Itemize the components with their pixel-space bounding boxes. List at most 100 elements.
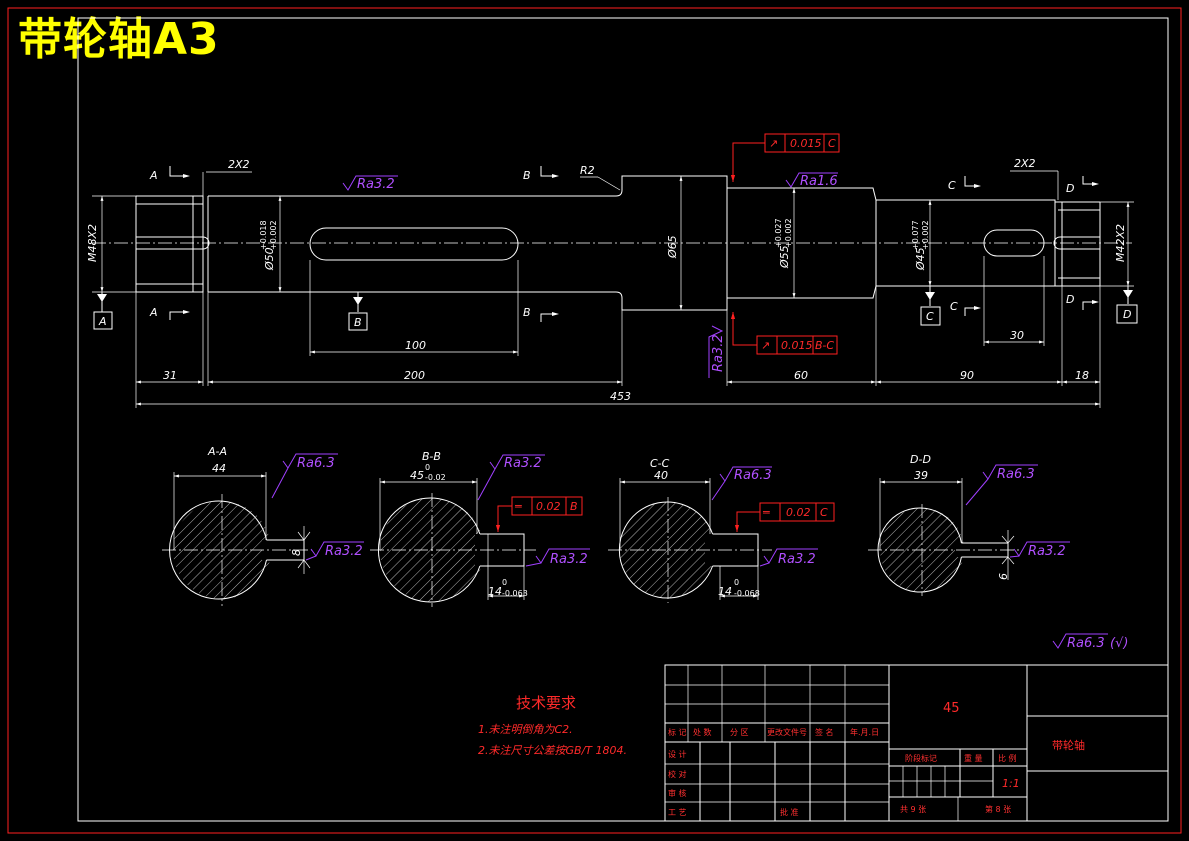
datum-b: B — [354, 316, 362, 329]
dim-100: 100 — [405, 339, 426, 352]
datum-c: C — [926, 310, 934, 323]
section-cc-label: C-C — [650, 457, 670, 470]
tb-review: 审 核 — [668, 788, 687, 798]
section-cc-key-tol-upper: 0 — [734, 578, 739, 587]
tb-header-count: 处 数 — [693, 727, 712, 737]
tol-55-upper: +0.027 — [774, 218, 783, 248]
section-cc-key-tol: -0.068 — [734, 589, 760, 598]
title-block: 标 记 处 数 分 区 更改文件号 签 名 年.月.日 设 计 校 对 审 核 … — [664, 664, 1169, 822]
roughness-cc-side: Ra3.2 — [778, 552, 816, 567]
section-cc-width: 40 — [654, 469, 668, 482]
dim-200: 200 — [404, 369, 425, 382]
tol-45-lower: +0.002 — [921, 220, 930, 250]
roughness-shoulder: Ra3.2 — [711, 334, 726, 372]
roughness-bb-side: Ra3.2 — [550, 552, 588, 567]
section-aa: A-A 44 8 Ra6.3 Ra3.2 — [162, 445, 364, 606]
tb-stage: 阶段标记 — [905, 753, 937, 763]
dim-90: 90 — [960, 369, 974, 382]
section-marker-b-bottom: B — [523, 306, 531, 319]
section-bb-key-tol-upper: 0 — [502, 578, 507, 587]
roughness-general-suffix: (√) — [1110, 636, 1128, 651]
tb-material: 45 — [943, 701, 960, 716]
section-dd-label: D-D — [910, 453, 931, 466]
tb-weight: 重 量 — [964, 753, 983, 763]
tb-header-docno: 更改文件号 — [767, 727, 807, 737]
technical-requirements: 技术要求 1.未注明倒角为C2. 2.未注尺寸公差按GB/T 1804. — [478, 694, 627, 757]
general-roughness: Ra6.3 (√) — [1052, 633, 1128, 651]
gdt-top-value: 0.015 — [790, 137, 822, 150]
dim-18: 18 — [1075, 369, 1089, 382]
gdt-bottom-symbol: ↗ — [761, 339, 770, 352]
tb-approve: 批 准 — [780, 807, 799, 817]
section-marker-c-top: C — [948, 179, 956, 192]
section-bb-key: 14 — [488, 585, 502, 598]
outer-frame — [7, 7, 1182, 834]
roughness-general: Ra6.3 — [1067, 636, 1105, 651]
gdt-runout-bottom: ↗ 0.015 B-C — [730, 312, 838, 355]
roughness-aa-side: Ra3.2 — [325, 544, 363, 559]
roughness-dd-top: Ra6.3 — [997, 467, 1035, 482]
roughness-dd-side: Ra3.2 — [1028, 544, 1066, 559]
gdt-top-datum: C — [828, 137, 836, 150]
tech-req-line1: 1.未注明倒角为C2. — [478, 723, 573, 736]
gdt-cc-value: 0.02 — [786, 506, 811, 519]
tol-50-lower: +0.002 — [269, 220, 278, 250]
tol-55-lower: +0.002 — [784, 218, 793, 248]
section-marker-c-bottom: C — [950, 300, 958, 313]
inner-frame — [77, 17, 1169, 822]
dim-60: 60 — [794, 369, 808, 382]
dim-30: 30 — [1010, 329, 1024, 342]
gdt-top-symbol: ↗ — [769, 137, 778, 150]
section-dd-width: 39 — [914, 469, 928, 482]
gdt-bb-value: 0.02 — [536, 500, 561, 513]
diameter-55-label: Ø55 — [778, 245, 791, 269]
section-aa-label: A-A — [207, 445, 227, 458]
tb-header-zone: 分 区 — [730, 728, 749, 737]
radius-label: R2 — [580, 164, 595, 177]
diameter-50-label: Ø50 — [263, 247, 276, 271]
section-cc-key: 14 — [718, 585, 732, 598]
tb-header-mark: 标 记 — [668, 727, 687, 737]
gdt-runout-top: ↗ 0.015 C — [730, 133, 840, 182]
roughness-main-view: Ra3.2 Ra1.6 Ra3.2 — [342, 172, 838, 378]
tol-50-upper: +0.018 — [259, 220, 268, 250]
dim-453: 453 — [610, 390, 631, 403]
section-dd-key: 6 — [997, 573, 1010, 580]
gdt-bb-symbol: ═ — [514, 500, 522, 513]
tb-scale-label: 比 例 — [998, 753, 1017, 763]
roughness-aa-top: Ra6.3 — [297, 456, 335, 471]
tb-header-date: 年.月.日 — [850, 727, 879, 737]
tb-sheet-no: 第 8 张 — [985, 804, 1011, 814]
section-marker-d-top: D — [1066, 182, 1074, 195]
gdt-bottom-datum: B-C — [815, 339, 834, 352]
gdt-bb-datum: B — [570, 500, 578, 513]
section-bb: B-B 45 0 -0.02 14 0 -0.063 Ra3.2 Ra3.2 ═… — [370, 450, 590, 607]
diameter-annotations: M48X2 M42X2 Ø50 +0.018 +0.002 Ø65 Ø55 +0… — [86, 176, 1134, 310]
tb-design: 设 计 — [668, 749, 687, 759]
datum-a: A — [98, 315, 107, 328]
datum-flags: A B C D — [93, 286, 1138, 331]
tb-sheets-total: 共 9 张 — [900, 805, 926, 814]
roughness-cc-top: Ra6.3 — [734, 468, 772, 483]
section-aa-width: 44 — [212, 462, 226, 475]
diameter-45-label: Ø45 — [914, 247, 927, 271]
roughness-bb-top: Ra3.2 — [504, 456, 542, 471]
tb-scale: 1:1 — [1002, 777, 1020, 790]
thread-left-label: M48X2 — [86, 224, 99, 262]
gdt-cc-symbol: ═ — [762, 506, 770, 519]
section-marker-d-bottom: D — [1066, 293, 1074, 306]
section-marker-a-top: A — [149, 169, 158, 182]
chamfer-left-label: 2X2 — [228, 158, 250, 171]
datum-d: D — [1123, 308, 1131, 321]
section-bb-width: 45 — [410, 469, 424, 482]
dim-31: 31 — [163, 369, 177, 382]
roughness-main-right: Ra1.6 — [800, 174, 838, 189]
tech-req-line2: 2.未注尺寸公差按GB/T 1804. — [478, 744, 627, 757]
section-dd: D-D 39 6 Ra6.3 Ra3.2 — [868, 453, 1070, 596]
gdt-cc-datum: C — [820, 506, 828, 519]
section-markers: A A B B C C D D — [149, 166, 1099, 322]
section-cc: C-C 40 14 0 -0.068 Ra6.3 Ra3.2 ═ 0.02 C — [608, 457, 835, 603]
thread-right-label: M42X2 — [1114, 224, 1127, 262]
section-bb-key-tol: -0.063 — [502, 589, 528, 598]
